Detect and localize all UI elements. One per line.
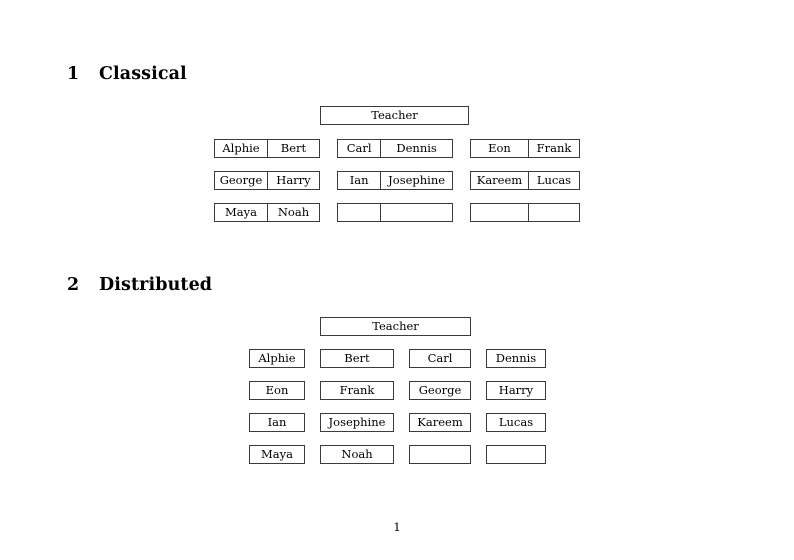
classical-cell-empty: [527, 204, 579, 221]
section-number: 1: [67, 64, 80, 84]
classical-group-3-row-3: [470, 203, 580, 222]
classical-cell: Ian: [349, 172, 369, 187]
distributed-box: Alphie: [249, 349, 305, 368]
distributed-box: Ian: [249, 413, 305, 432]
classical-cell: Kareem: [476, 172, 523, 187]
classical-group-1-row-3: Maya Noah: [214, 203, 320, 222]
section-number: 2: [67, 275, 80, 295]
section-heading-classical: 1 Classical: [67, 64, 187, 84]
distributed-teacher-box: Teacher: [320, 317, 471, 336]
classical-group-3-row-1: Eon Frank: [470, 139, 580, 158]
classical-cell-empty: [380, 204, 452, 221]
classical-group-2-row-3: [337, 203, 453, 222]
classical-cell: Frank: [527, 140, 579, 157]
classical-cell: Eon: [488, 140, 511, 155]
classical-cell: Noah: [266, 204, 319, 221]
classical-group-2-row-2: Ian Josephine: [337, 171, 453, 190]
section-title: Distributed: [99, 275, 213, 295]
distributed-box: Josephine: [320, 413, 394, 432]
classical-cell: Dennis: [380, 140, 452, 157]
distributed-box-empty: [409, 445, 471, 464]
distributed-box: Bert: [320, 349, 394, 368]
classical-cell: Harry: [266, 172, 319, 189]
distributed-box: Eon: [249, 381, 305, 400]
classical-cell: Josephine: [380, 172, 452, 189]
classical-teacher-box: Teacher: [320, 106, 469, 125]
distributed-box: Kareem: [409, 413, 471, 432]
classical-cell: Carl: [346, 140, 372, 155]
page-number: 1: [393, 520, 401, 534]
section-title: Classical: [99, 64, 187, 84]
distributed-box: Dennis: [486, 349, 546, 368]
section-heading-distributed: 2 Distributed: [67, 275, 212, 295]
distributed-box: Noah: [320, 445, 394, 464]
classical-cell: Lucas: [527, 172, 579, 189]
distributed-box: Frank: [320, 381, 394, 400]
classical-cell-empty: [471, 204, 528, 221]
classical-cell: Alphie: [222, 140, 260, 155]
distributed-box: Harry: [486, 381, 546, 400]
distributed-box: George: [409, 381, 471, 400]
distributed-box: Carl: [409, 349, 471, 368]
classical-group-1-row-2: George Harry: [214, 171, 320, 190]
classical-cell: George: [219, 172, 263, 187]
classical-group-3-row-2: Kareem Lucas: [470, 171, 580, 190]
classical-cell: Bert: [266, 140, 319, 157]
distributed-box-empty: [486, 445, 546, 464]
classical-cell-empty: [338, 204, 380, 221]
distributed-box: Lucas: [486, 413, 546, 432]
distributed-box: Maya: [249, 445, 305, 464]
classical-group-1-row-1: Alphie Bert: [214, 139, 320, 158]
classical-group-2-row-1: Carl Dennis: [337, 139, 453, 158]
classical-cell: Maya: [225, 204, 257, 219]
